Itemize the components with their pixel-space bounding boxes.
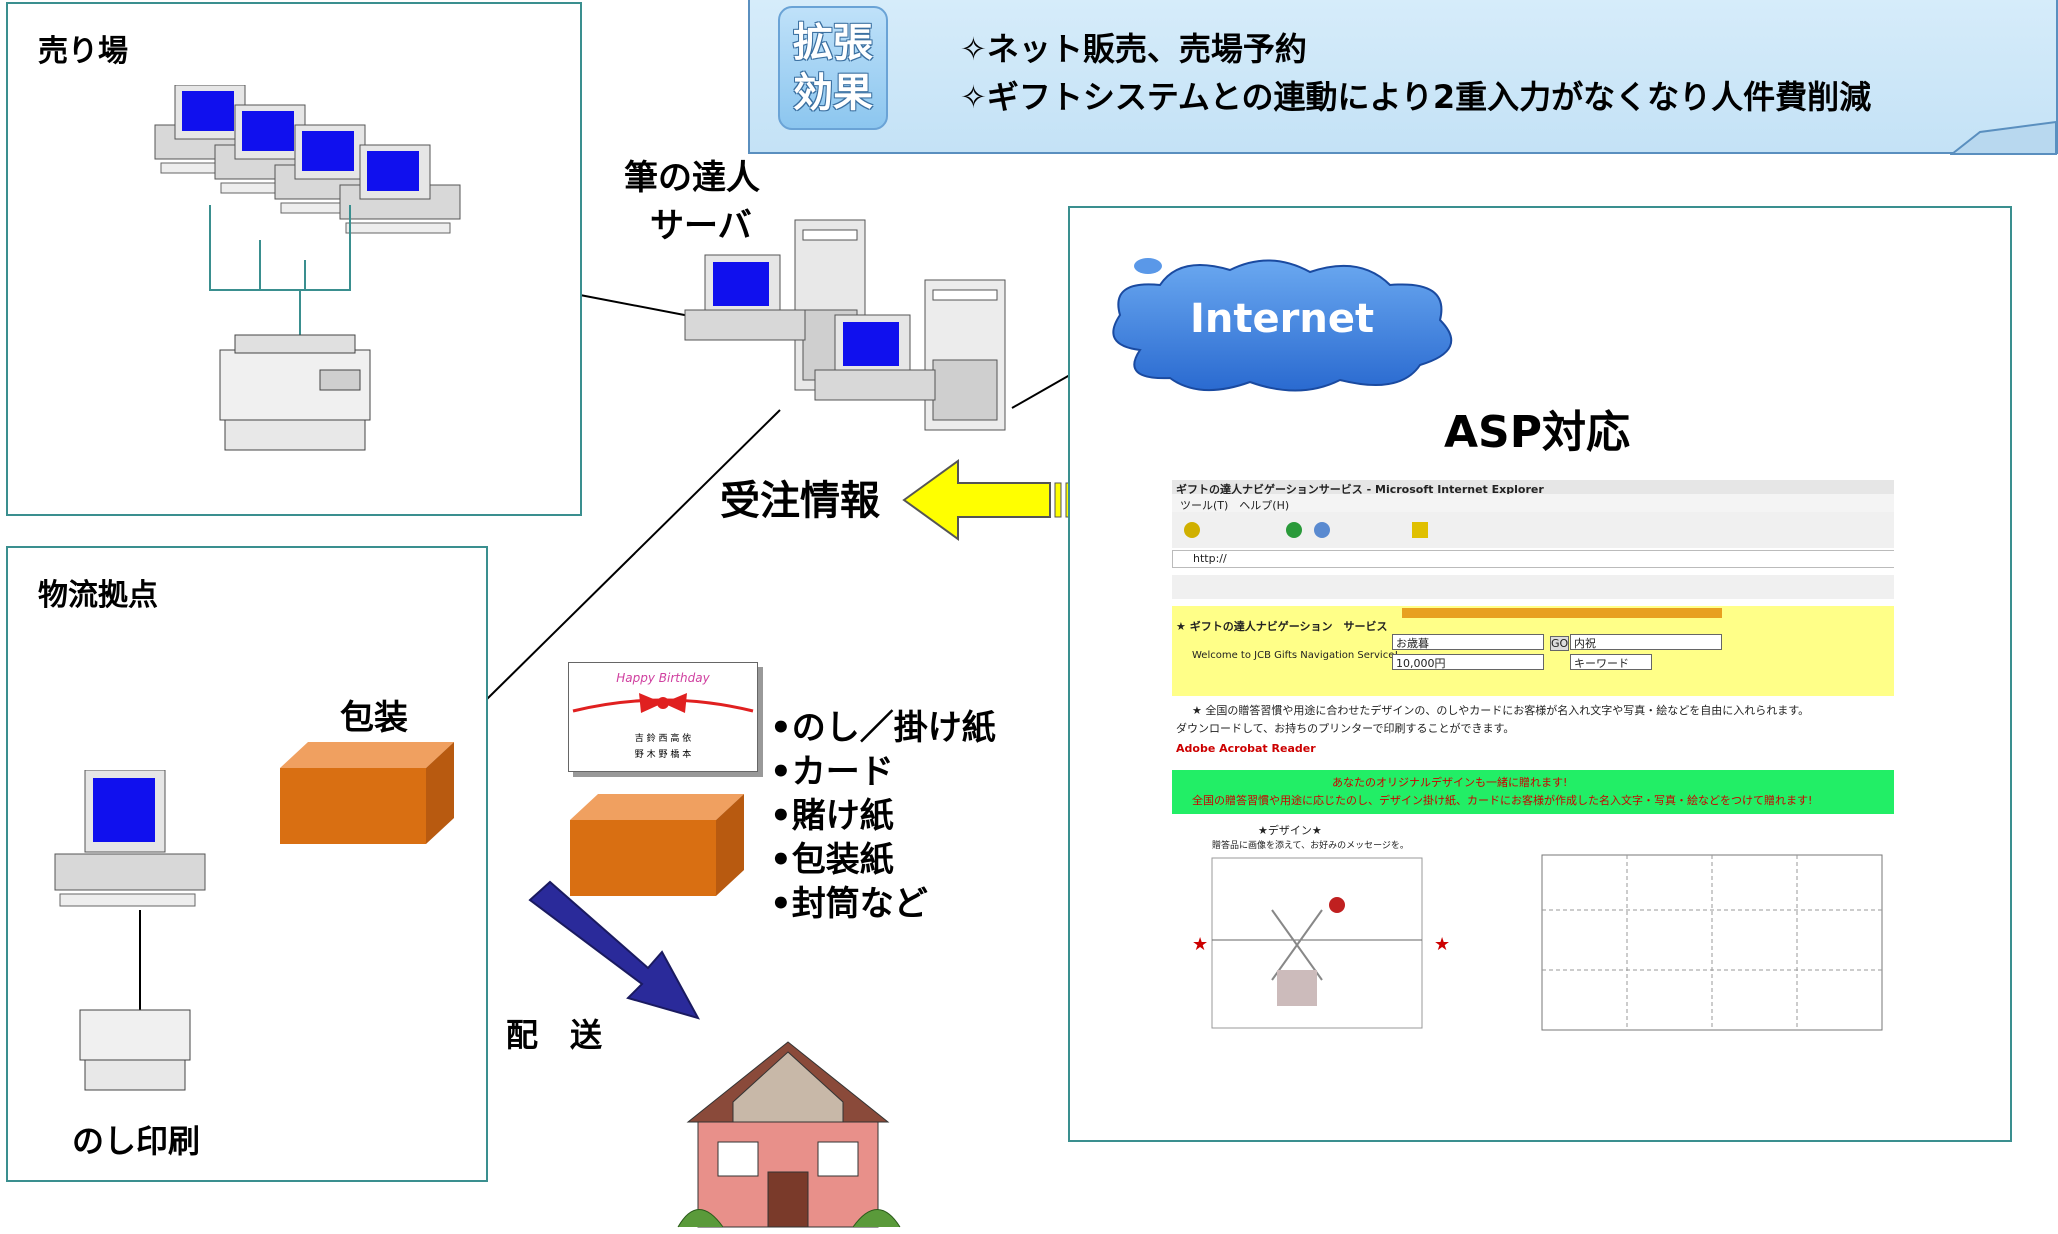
banner-line-1: あなたのオリジナルデザインも一緒に贈れます! xyxy=(1332,776,1568,789)
server-label-line1: 筆の達人 xyxy=(624,158,760,198)
callout-curl xyxy=(1950,120,2057,155)
internet-label: Internet xyxy=(1190,296,1375,342)
svg-text:★: ★ xyxy=(1434,934,1450,955)
internet-cloud xyxy=(1112,258,1453,392)
browser-toolbar xyxy=(1172,512,1894,548)
card-banner: Happy Birthday xyxy=(616,671,710,685)
house-icon xyxy=(677,1041,901,1228)
sales-floor-terminals xyxy=(154,85,461,451)
nav-subtitle: Welcome to JCB Gifts Navigation Service! xyxy=(1192,650,1399,661)
greeting-card: Happy Birthday 吉 鈴 西 高 依 野 木 野 橋 本 xyxy=(568,662,758,772)
badge-line-2: 効果 xyxy=(793,70,873,116)
noshi-print-label: のし印刷 xyxy=(72,1122,201,1160)
supply-item: •包装紙 xyxy=(770,840,894,880)
badge-line-1: 拡張 xyxy=(793,20,873,66)
extension-effect-badge: 拡張 効果 xyxy=(778,6,888,130)
packing-label: 包装 xyxy=(340,698,408,738)
packing-box-icon xyxy=(280,742,454,844)
order-info-arrow xyxy=(902,459,1073,541)
browser-title: ギフトの達人ナビゲーションサービス - Microsoft Internet E… xyxy=(1176,483,1544,496)
browser-screenshot: ギフトの達人ナビゲーションサービス - Microsoft Internet E… xyxy=(1172,480,1894,1035)
ribbon-icon xyxy=(572,693,754,713)
order-info-label: 受注情報 xyxy=(720,478,880,524)
card-name-1: 吉 鈴 西 高 依 xyxy=(634,734,692,744)
supply-item: •封筒など xyxy=(770,884,928,924)
delivery-arrow xyxy=(528,880,701,1020)
delivery-label: 配 送 xyxy=(506,1016,603,1054)
supplies-list: •のし／掛け紙 •カード •賭け紙 •包装紙 •封筒など xyxy=(770,706,996,926)
effect-item-2: ✧ギフトシステムとの連動により2重入力がなくなり人件費削減 xyxy=(960,78,1872,116)
supplies-box-icon xyxy=(570,794,744,896)
supply-item: •のし／掛け紙 xyxy=(770,708,996,748)
logistics-pc-printer xyxy=(54,770,206,1091)
effect-item-1: ✧ネット販売、売場予約 xyxy=(960,30,1307,68)
acrobat-badge: Adobe Acrobat Reader xyxy=(1176,742,1316,755)
design-subtitle: 贈答品に画像を添えて、お好みのメッセージを。 xyxy=(1212,841,1409,851)
server-label-line2: サーバ xyxy=(650,206,752,246)
banner-line-2: 全国の贈答習慣や用途に応じたのし、デザイン掛け紙、カードにお客様が作成した名入文… xyxy=(1192,794,1813,807)
nav-title: ★ ギフトの達人ナビゲーション サービス xyxy=(1176,620,1388,633)
occasion-select: お歳暮 xyxy=(1396,637,1429,650)
supply-item: •カード xyxy=(770,752,894,792)
notice-line-2: ダウンロードして、お持ちのプリンターで印刷することができます。 xyxy=(1176,722,1515,735)
notice-line-1: ★ 全国の贈答習慣や用途に合わせたデザインの、のしやカードにお客様が名入れ文字や… xyxy=(1192,704,1810,717)
supply-item: •賭け紙 xyxy=(770,796,894,836)
gift-nav-panel: ★ ギフトの達人ナビゲーション サービス Welcome to JCB Gift… xyxy=(1172,606,1894,696)
go-button: GO xyxy=(1550,636,1570,651)
sales-floor-label: 売り場 xyxy=(38,34,128,69)
price-select: 10,000円 xyxy=(1396,657,1446,670)
original-design-banner: あなたのオリジナルデザインも一緒に贈れます! 全国の贈答習慣や用途に応じたのし、… xyxy=(1172,770,1894,814)
address-bar: http:// xyxy=(1193,552,1227,565)
server-computers xyxy=(684,219,1006,431)
asp-title: ASP対応 xyxy=(1444,407,1630,458)
card-name-2: 野 木 野 橋 本 xyxy=(634,750,692,760)
printer-icon xyxy=(219,334,371,451)
effect-callout xyxy=(748,0,2058,154)
browser-menu: ツール(T) ヘルプ(H) xyxy=(1180,499,1290,512)
design-samples: ★ ★ xyxy=(1192,854,1883,1031)
design-title: ★デザイン★ xyxy=(1258,824,1322,837)
keyword-select: キーワード xyxy=(1574,657,1629,670)
category-select: 内祝 xyxy=(1574,637,1596,650)
svg-text:★: ★ xyxy=(1192,934,1208,955)
logistics-label: 物流拠点 xyxy=(38,578,158,613)
